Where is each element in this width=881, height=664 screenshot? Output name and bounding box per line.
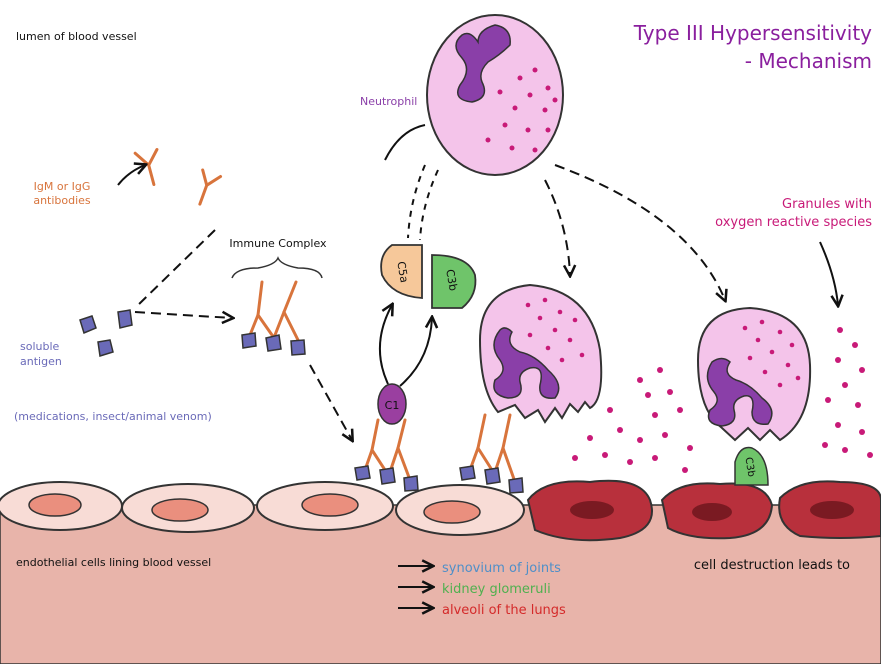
flow-arrows <box>117 124 838 608</box>
title-line-1: Type III Hypersensitivity <box>633 21 872 45</box>
c3b-fragment: C3b <box>431 254 477 309</box>
neutrophil-attached-2 <box>696 306 812 442</box>
site-kidney: kidney glomeruli <box>442 582 551 597</box>
endothelial-label: endothelial cells lining blood vessel <box>16 556 211 569</box>
c5a-label: C5a <box>394 260 411 283</box>
healthy-endothelial-cells <box>0 481 525 536</box>
site-synovium: synovium of joints <box>442 561 561 576</box>
neutrophil-label: Neutrophil <box>360 95 417 108</box>
antigen-label-1: soluble <box>20 340 60 353</box>
antibodies-label-1: IgM or IgG <box>34 180 91 193</box>
bound-immune-complexes <box>354 413 524 494</box>
immune-complex-label: Immune Complex <box>229 237 327 250</box>
antibodies-label-2: antibodies <box>33 194 91 207</box>
granules-label-2: oxygen reactive species <box>715 215 872 230</box>
damaged-endothelial-cells <box>526 479 881 542</box>
neutrophil-attached-1 <box>478 283 603 424</box>
soluble-antigens <box>79 309 133 357</box>
c3b-bound: C3b <box>734 446 769 486</box>
antigen-examples: (medications, insect/animal venom) <box>14 410 212 423</box>
title-line-2: - Mechanism <box>745 49 872 73</box>
destruction-label: cell destruction leads to <box>694 558 850 573</box>
neutrophil-cell <box>426 14 564 176</box>
immune-complex <box>231 256 323 356</box>
granules-label-1: Granules with <box>782 197 872 212</box>
lumen-label: lumen of blood vessel <box>16 30 137 43</box>
c3b-bound-label: C3b <box>742 456 756 477</box>
c1-label: C1 <box>385 399 400 412</box>
c3b-label: C3b <box>443 268 460 292</box>
antigen-label-2: antigen <box>20 355 62 368</box>
released-granules <box>572 327 873 473</box>
c1-complement: C1 <box>377 383 407 425</box>
c5a-fragment: C5a <box>380 244 423 299</box>
free-antibodies <box>133 148 223 206</box>
site-lungs: alveoli of the lungs <box>442 603 566 618</box>
